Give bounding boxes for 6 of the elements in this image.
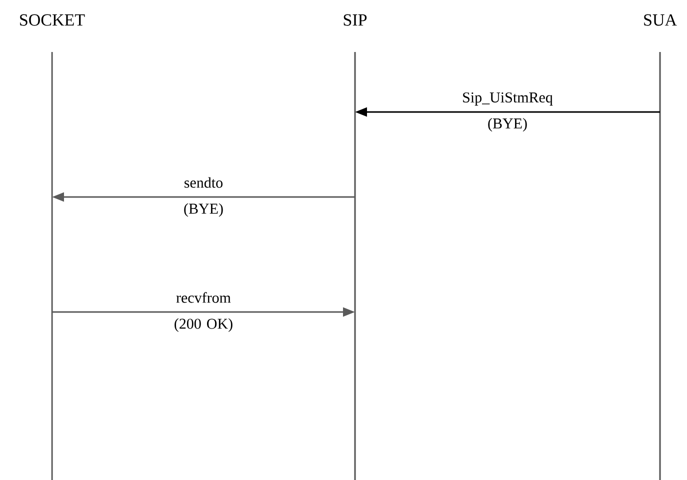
edge-label: sendto (BYE) [184, 177, 223, 217]
lifeline-header: SOCKET [20, 14, 85, 26]
edge-label: recvfrom (200 OK) [174, 292, 232, 332]
lifeline-header: SUA [644, 14, 677, 26]
lifeline-header: SIP [344, 14, 367, 26]
edge-label: Sip_UiStmReq (BYE) [463, 92, 553, 132]
